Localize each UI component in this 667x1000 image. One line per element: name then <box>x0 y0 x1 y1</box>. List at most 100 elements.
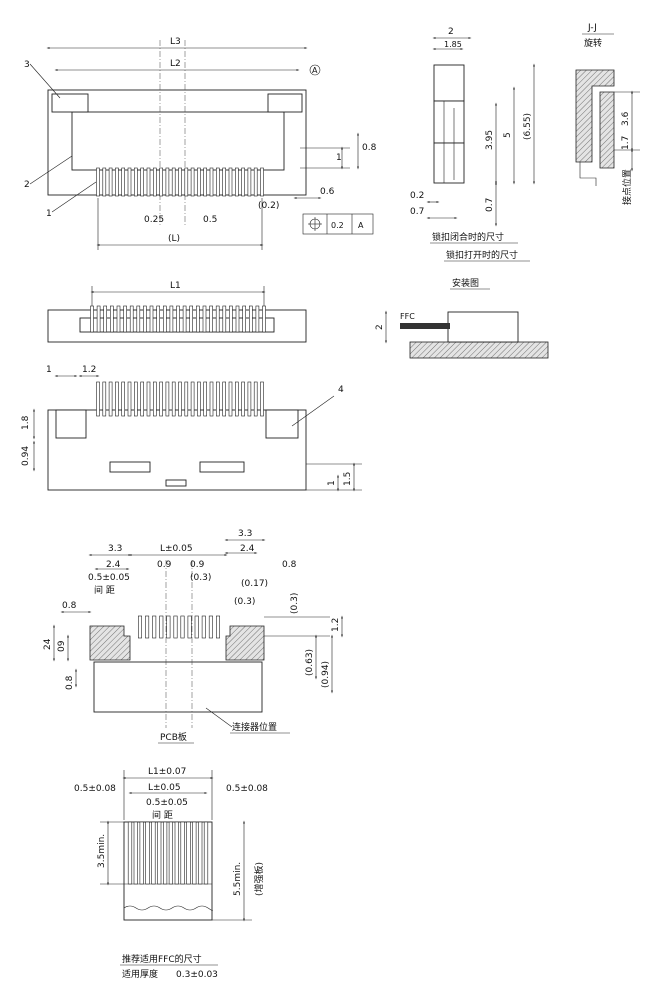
callout-1: 1 <box>46 209 52 219</box>
top-pin <box>121 167 125 197</box>
dim-1: 1 <box>336 153 342 163</box>
ffc-pin <box>186 821 191 885</box>
ffc-pin <box>192 821 197 885</box>
front-pin <box>189 305 193 333</box>
top-pin <box>241 167 245 197</box>
top-pin <box>178 167 182 197</box>
bottom-pin <box>159 381 163 417</box>
front-pin <box>229 305 233 333</box>
ffc-pitch-label: 间 距 <box>152 809 173 821</box>
bottom-pin <box>178 381 182 417</box>
pcb-dim-2-4b: 2.4 <box>240 544 255 554</box>
top-pin <box>184 167 189 197</box>
top-pin <box>197 167 201 197</box>
top-pin <box>96 167 100 197</box>
top-pin <box>209 167 214 197</box>
top-pin <box>159 167 163 197</box>
pcb-board <box>93 661 263 713</box>
ffc-dimensions: L1±0.07 L±0.05 0.5±0.08 0.5±0.08 0.5±0.0… <box>74 767 268 980</box>
bottom-pin <box>222 381 226 417</box>
bottom-view: 1 1.2 1.8 0.94 1 1.5 4 <box>21 365 362 492</box>
front-pin <box>169 305 174 333</box>
front-pin <box>163 305 167 333</box>
bottom-pin-row <box>96 381 264 417</box>
top-pin-row <box>96 167 264 197</box>
side-upper-body <box>433 100 465 144</box>
pcb-pin <box>208 615 213 639</box>
pcb-pin <box>159 615 164 639</box>
pcb-dim-09: 09 <box>57 640 67 652</box>
pcb-board-label: PCB板 <box>160 731 187 743</box>
bottom-pin <box>165 381 170 417</box>
dim-0-8: 0.8 <box>362 143 377 153</box>
front-pin-row <box>90 305 266 333</box>
pcb-pin-row <box>138 615 221 639</box>
top-pin <box>228 167 233 197</box>
ffc-thickness-label: 适用厚度 <box>122 968 158 980</box>
top-pin <box>127 167 132 197</box>
callout-3: 3 <box>24 60 30 70</box>
bottom-dim-1: 1 <box>46 365 52 375</box>
section-title: J-J <box>587 23 597 33</box>
bottom-left-tab <box>55 409 87 439</box>
section-dim-3-6: 3.6 <box>621 111 631 126</box>
callout-4: 4 <box>338 385 344 395</box>
ffc-pin <box>174 821 179 885</box>
bottom-pin <box>140 381 144 417</box>
top-pin <box>190 167 195 197</box>
bottom-pin <box>115 381 119 417</box>
bottom-pin <box>108 381 113 417</box>
install-connector <box>447 311 519 343</box>
front-pin <box>235 305 240 333</box>
ffc-pin <box>180 821 185 885</box>
side-dim-0-2: 0.2 <box>410 191 424 201</box>
install-title: 安装图 <box>452 277 479 289</box>
install-ffc-label: FFC <box>400 312 415 321</box>
front-pin <box>196 305 200 333</box>
front-pin <box>129 305 134 333</box>
top-pin <box>165 167 170 197</box>
pcb-dim-0-8c: 0.8 <box>65 675 75 690</box>
pcb-dim-0-94: (0.94) <box>321 661 331 688</box>
pcb-pin <box>145 615 150 639</box>
bottom-pin <box>216 381 220 417</box>
bottom-pin <box>153 381 157 417</box>
ffc-pin <box>133 821 138 885</box>
bottom-dim-1-2: 1.2 <box>82 365 96 375</box>
callout-2: 2 <box>24 180 30 190</box>
pcb-dim-24: 24 <box>43 638 53 650</box>
ffc-pin <box>163 821 168 885</box>
pcb-pin <box>152 615 157 639</box>
bottom-pin <box>253 381 258 417</box>
pcb-pin <box>194 615 199 639</box>
install-diagram: 安装图 FFC 2 <box>375 277 549 359</box>
pcb-dim-0-63: (0.63) <box>305 649 315 676</box>
front-pin <box>242 305 246 333</box>
bottom-body <box>47 409 307 491</box>
connector-cavity <box>71 111 285 171</box>
side-dim-6-55: (6.55) <box>523 113 533 140</box>
front-pin <box>156 305 160 333</box>
bottom-pin <box>241 381 245 417</box>
top-pin <box>260 167 264 197</box>
front-pin <box>176 305 180 333</box>
contact-position-label: 接点位置 <box>621 169 633 205</box>
top-pin <box>146 167 151 197</box>
bottom-pin <box>102 381 107 417</box>
front-pin <box>110 305 114 333</box>
install-ffc <box>400 323 450 329</box>
top-pin <box>203 167 207 197</box>
dim-0-6: 0.6 <box>320 187 335 197</box>
section-subtitle: 旋转 <box>584 37 602 49</box>
pcb-dim-1-2: 1.2 <box>331 618 341 632</box>
front-pin <box>215 305 220 333</box>
pcb-pin <box>138 615 143 639</box>
top-pin <box>153 167 157 197</box>
top-pin <box>134 167 138 197</box>
ffc-pin <box>198 821 203 885</box>
ffc-dim-L1: L1±0.07 <box>148 767 186 777</box>
top-pin <box>222 167 226 197</box>
side-view: 2 1.85 3.95 5 (6.55) 0.7 0.2 0.7 锁扣闭合时的尺… <box>410 27 535 262</box>
side-dim-2: 2 <box>448 27 454 37</box>
